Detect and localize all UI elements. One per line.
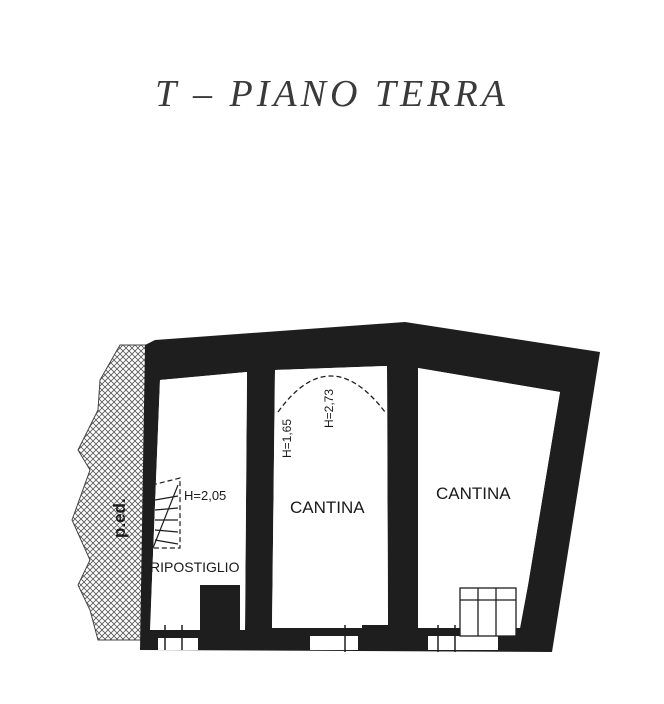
fixture-right <box>459 587 517 637</box>
ped-label: p.ed. <box>110 498 129 538</box>
height-label-165: H=1,65 <box>280 419 294 458</box>
door-opening-1 <box>158 638 198 650</box>
room-cantina-middle <box>272 366 388 628</box>
height-label-273: H=2,73 <box>322 389 336 428</box>
door-opening-3 <box>428 636 498 650</box>
ripostiglio-label: RIPOSTIGLIO <box>150 559 240 575</box>
stairs <box>151 477 181 549</box>
wall-block-left <box>200 585 240 630</box>
room-cantina-right <box>418 368 560 628</box>
cantina-right-label: CANTINA <box>436 484 511 503</box>
height-label-205: H=2,05 <box>184 488 226 503</box>
page-title: T – PIANO TERRA <box>155 73 509 115</box>
vault-arc <box>277 375 386 413</box>
outer-walls <box>140 322 600 652</box>
room-ripostiglio <box>150 372 247 630</box>
door-opening-2 <box>310 636 358 650</box>
cantina-middle-label: CANTINA <box>290 498 365 517</box>
wall-block-middle <box>362 625 390 650</box>
